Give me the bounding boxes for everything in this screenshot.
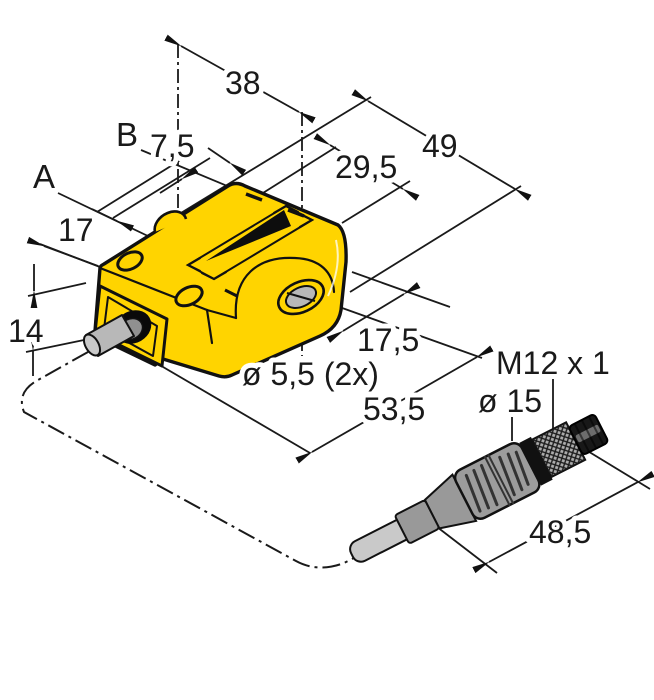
dimension-lines	[26, 34, 654, 574]
dim-line-17-5	[326, 282, 421, 343]
dim-line-53-5	[295, 345, 494, 464]
m12-connector	[349, 414, 609, 563]
knurled-ring-hatch	[532, 422, 586, 478]
labels: A B 7,5 38 29,5 49 17 14 17,5 ø 5,5 (2x)…	[3, 60, 615, 555]
dim-label-15: ø 15	[478, 383, 542, 419]
dim-label-17: 17	[58, 212, 94, 248]
ext-line-connector-tip	[585, 449, 651, 490]
window-corner-mark-1	[185, 256, 202, 273]
dim-arrow-7-5-inner	[159, 166, 199, 194]
mounting-hole-1	[116, 250, 144, 272]
dome-bump	[153, 210, 188, 233]
dim-label-m12: M12 x 1	[496, 345, 610, 381]
ext-line-right-end	[349, 185, 522, 293]
thread-ribs	[573, 415, 605, 453]
edge-tick-front	[224, 288, 238, 298]
ext-line-dome	[175, 96, 372, 217]
ext-line-b-projection	[96, 150, 196, 213]
dim-label-14: 14	[8, 313, 44, 349]
cable-tip	[82, 333, 102, 357]
edge-tick-rear-2	[287, 208, 305, 218]
dim-line-29-5	[313, 133, 420, 201]
dim-label-7-5: 7,5	[150, 128, 194, 164]
ext-line-boss-top	[27, 282, 87, 297]
dim-arrow-7-5-a	[91, 208, 134, 232]
indicator-window	[185, 192, 315, 298]
ref-label-b: B	[116, 116, 138, 153]
phantom-cable-loop	[20, 351, 357, 569]
dim-label-5-5-2x: ø 5,5 (2x)	[242, 356, 379, 392]
ext-line-body-bottom	[145, 356, 311, 454]
dim-label-48-5: 48,5	[529, 514, 591, 550]
dim-line-38	[164, 34, 316, 124]
mounting-hole-2	[174, 284, 204, 308]
sensor-cable	[82, 314, 135, 357]
screw-slot	[286, 291, 316, 303]
dim-label-53-5: 53,5	[363, 391, 425, 427]
ext-line-flange-upper	[351, 271, 451, 308]
dim-label-49: 49	[422, 128, 458, 164]
sensor-body	[82, 181, 348, 379]
dim-label-17-5: 17,5	[357, 322, 419, 358]
edge-front-vertical	[205, 308, 214, 345]
dim-line-49	[351, 89, 532, 201]
dim-label-29-5: 29,5	[335, 149, 397, 185]
indicator-wedge	[206, 210, 291, 261]
dim-line-48-5	[472, 470, 654, 574]
window-corner-mark-2	[272, 204, 300, 215]
dim-arrow-7-5-b	[207, 147, 247, 176]
ref-label-a: A	[33, 158, 55, 195]
dim-label-38: 38	[225, 65, 261, 101]
edge-tick-rear-1	[245, 192, 263, 202]
dim-arrow-17	[26, 236, 99, 267]
flange-scallop	[234, 256, 336, 320]
edge-flange-top	[205, 308, 238, 320]
window-corner-mark-4	[200, 270, 228, 281]
ext-line-window	[254, 146, 337, 199]
mounting-flange	[234, 256, 336, 320]
